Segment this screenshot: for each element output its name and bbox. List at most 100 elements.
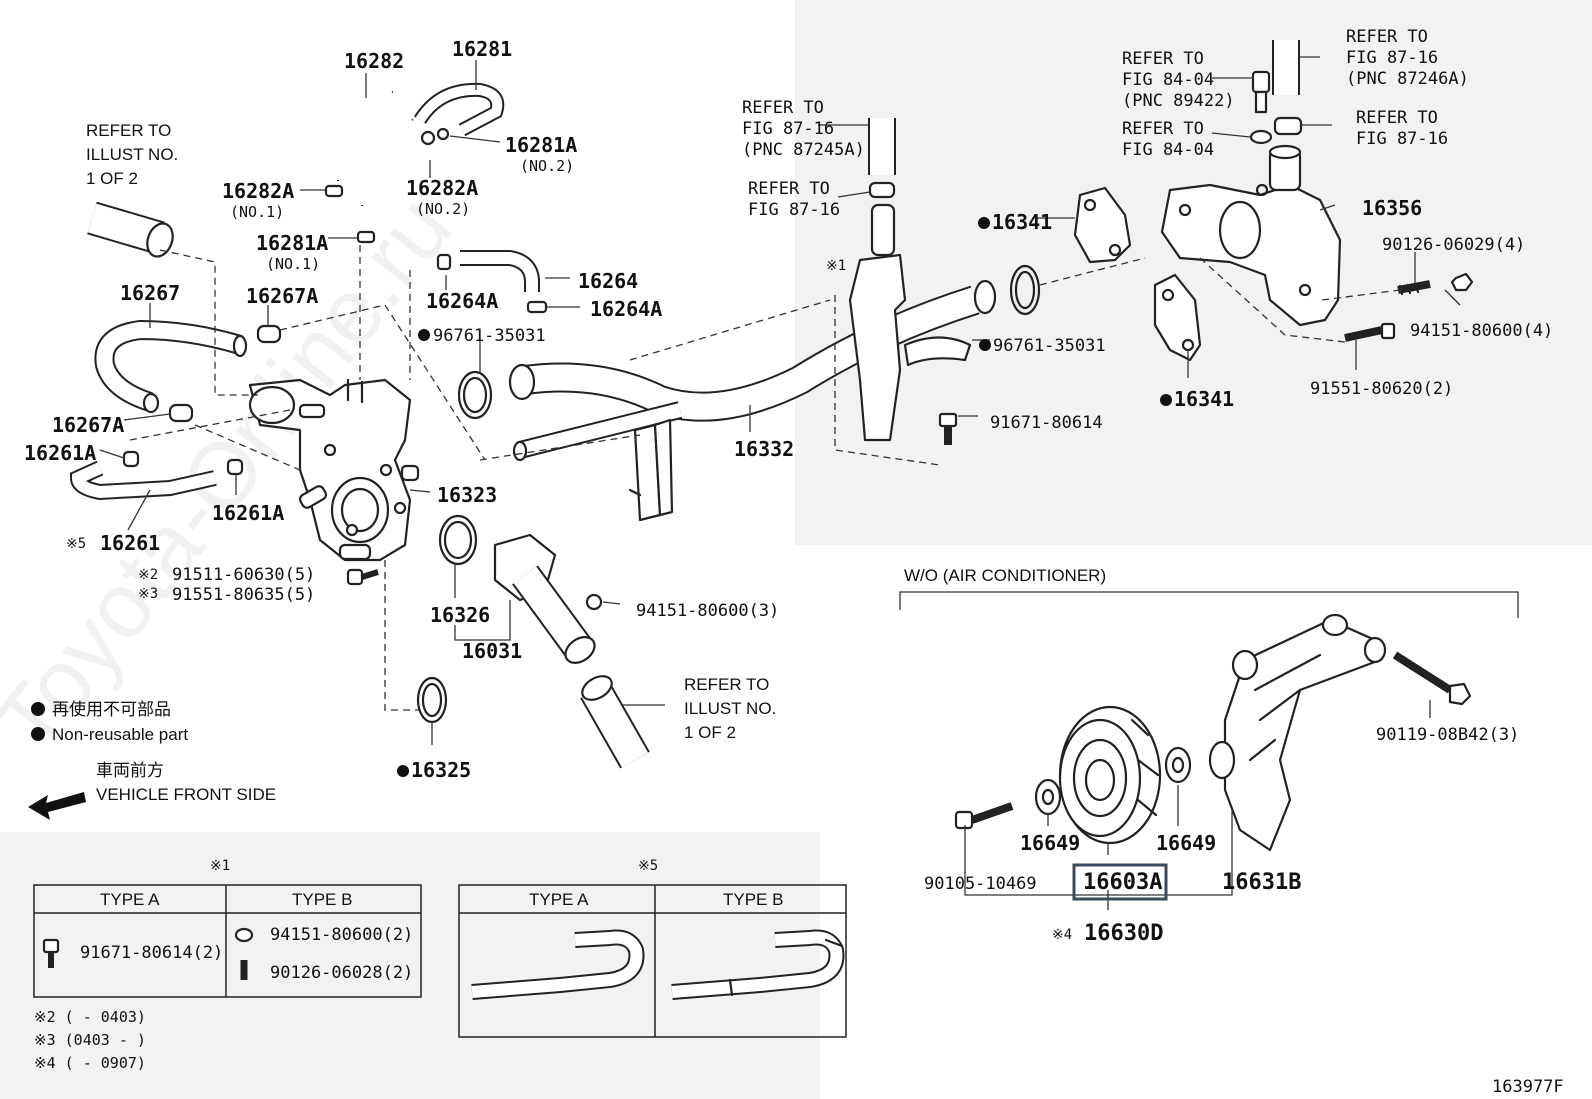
- o-ring-96761-right: [1009, 264, 1041, 316]
- fasteners-right: [346, 272, 1474, 586]
- legend: 再使用不可部品 Non-reusable part 車両前方 VEHICLE F…: [28, 699, 276, 820]
- refer-illust-top-left: REFER TO ILLUST NO. 1 OF 2: [86, 121, 178, 188]
- label-16341-bottom: 16341: [1174, 387, 1234, 411]
- front-arrow-icon: [28, 792, 86, 820]
- bolt-90119: [1392, 651, 1472, 706]
- label-16282A-no2: 16282A: [406, 176, 478, 200]
- legend-non-reusable-en: Non-reusable part: [52, 725, 188, 744]
- label-16267A-left: 16267A: [52, 413, 124, 437]
- note-4: ※4 ( - 0907): [34, 1054, 146, 1072]
- bracket-16631B: [1208, 613, 1387, 852]
- wo-ac-title: W/O (AIR CONDITIONER): [904, 566, 1106, 585]
- dashed-lines: [129, 245, 1401, 711]
- svg-text:FIG 87-16: FIG 87-16: [742, 119, 834, 139]
- o-ring-96761-left: [457, 370, 493, 420]
- note-3: ※3 (0403 - ): [34, 1031, 146, 1049]
- svg-text:REFER TO: REFER TO: [748, 179, 830, 199]
- pipe-refer-87245A: [868, 118, 896, 199]
- non-reusable-dot: [1160, 394, 1172, 406]
- pipe-refer-87246A: [1272, 40, 1303, 136]
- non-reusable-dot: [397, 765, 409, 777]
- legend-front-jp: 車両前方: [96, 761, 164, 780]
- svg-text:REFER TO: REFER TO: [1356, 108, 1438, 128]
- svg-text:FIG 84-04: FIG 84-04: [1122, 70, 1214, 90]
- marker-2: ※2: [138, 567, 158, 583]
- pipe-refer-bottom: [580, 675, 650, 769]
- table1-type-b: TYPE B: [292, 890, 352, 909]
- label-16261A-left: 16261A: [24, 441, 96, 465]
- refer-illust-bottom: REFER TO ILLUST NO. 1 OF 2: [684, 675, 776, 742]
- housing-16356: [1160, 144, 1342, 327]
- non-reusable-dot: [979, 339, 991, 351]
- label-91551-left: 91551-80635(5): [172, 585, 315, 605]
- hose-16267: [94, 319, 282, 423]
- label-91671: 91671-80614: [990, 413, 1103, 433]
- svg-text:(PNC 87245A): (PNC 87245A): [742, 140, 865, 160]
- svg-text:1 OF 2: 1 OF 2: [86, 169, 138, 188]
- label-16326: 16326: [430, 603, 490, 627]
- label-16267: 16267: [120, 281, 180, 305]
- label-16267A-top: 16267A: [246, 284, 318, 308]
- highlight-box-16603A[interactable]: [1072, 863, 1168, 901]
- refer-fig-87245A: REFER TO FIG 87-16 (PNC 87245A): [742, 98, 865, 160]
- svg-text:REFER TO: REFER TO: [1346, 27, 1428, 47]
- label-16281A-no1: 16281A: [256, 231, 328, 255]
- label-16325: 16325: [411, 758, 471, 782]
- hose-16281: [414, 82, 505, 137]
- label-90119: 90119-08B42(3): [1376, 725, 1519, 745]
- outlet-16031: [493, 533, 603, 664]
- label-no2-a: (NO.2): [520, 157, 574, 175]
- svg-text:FIG 87-16: FIG 87-16: [1356, 129, 1448, 149]
- svg-text:REFER TO: REFER TO: [86, 121, 171, 140]
- svg-text:REFER TO: REFER TO: [742, 98, 824, 118]
- grey-region-top-right: [795, 0, 1592, 545]
- refer-fig-87-16-mid: REFER TO FIG 87-16: [748, 179, 840, 220]
- label-16649-right: 16649: [1156, 831, 1216, 855]
- label-16261A-right: 16261A: [212, 501, 284, 525]
- note-2: ※2 ( - 0403): [34, 1008, 146, 1026]
- label-16341-top: 16341: [992, 210, 1052, 234]
- grey-region-bottom-left: [0, 832, 820, 1099]
- label-16649-left: 16649: [1020, 831, 1080, 855]
- label-no1-a: (NO.1): [230, 203, 284, 221]
- hose-16264: [436, 250, 548, 314]
- table5-marker: ※5: [638, 858, 658, 874]
- table1-marker: ※1: [210, 858, 230, 874]
- sensor-89422: [1249, 70, 1273, 145]
- table1-b-part2: 90126-06028(2): [270, 963, 413, 983]
- table1-type-a: TYPE A: [100, 890, 160, 909]
- label-16264A-right: 16264A: [590, 297, 662, 321]
- svg-text:REFER TO: REFER TO: [1122, 49, 1204, 69]
- label-no1-b: (NO.1): [266, 255, 320, 273]
- svg-text:FIG 87-16: FIG 87-16: [748, 200, 840, 220]
- bolt-90105: [954, 802, 1014, 830]
- svg-text:ILLUST NO.: ILLUST NO.: [86, 145, 178, 164]
- svg-text:ILLUST NO.: ILLUST NO.: [684, 699, 776, 718]
- svg-text:1 OF 2: 1 OF 2: [684, 723, 736, 742]
- refer-fig-87246A: REFER TO FIG 87-16 (PNC 87246A): [1346, 27, 1469, 89]
- svg-text:(PNC 87246A): (PNC 87246A): [1346, 69, 1469, 89]
- marker-3: ※3: [138, 586, 158, 602]
- table-type-5: ※5 TYPE A TYPE B: [458, 858, 847, 1038]
- marker-5-left: ※5: [66, 536, 86, 552]
- label-16264: 16264: [578, 269, 638, 293]
- marker-1-diagram: ※1: [826, 258, 846, 274]
- non-reusable-dot: [978, 217, 990, 229]
- label-16332: 16332: [734, 437, 794, 461]
- washer-16649-left: [1034, 778, 1062, 816]
- label-16261: 16261: [100, 531, 160, 555]
- hose-16282: [333, 87, 415, 207]
- label-91511: 91511-60630(5): [172, 565, 315, 585]
- gasket-16326: [438, 514, 478, 566]
- hose-16261: [69, 450, 244, 501]
- table1-b-part1: 94151-80600(2): [270, 925, 413, 945]
- refer-fig-89422: REFER TO FIG 84-04 (PNC 89422): [1122, 49, 1235, 111]
- legend-non-reusable-jp: 再使用不可部品: [52, 699, 171, 719]
- housing-16323: [248, 378, 420, 562]
- label-16281A-no2: 16281A: [505, 133, 577, 157]
- washer-16649-right: [1164, 746, 1192, 784]
- gasket-16341-top: [1073, 186, 1132, 264]
- label-16603A[interactable]: 16603A: [1083, 870, 1162, 895]
- label-94151-right: 94151-80600(4): [1410, 321, 1553, 341]
